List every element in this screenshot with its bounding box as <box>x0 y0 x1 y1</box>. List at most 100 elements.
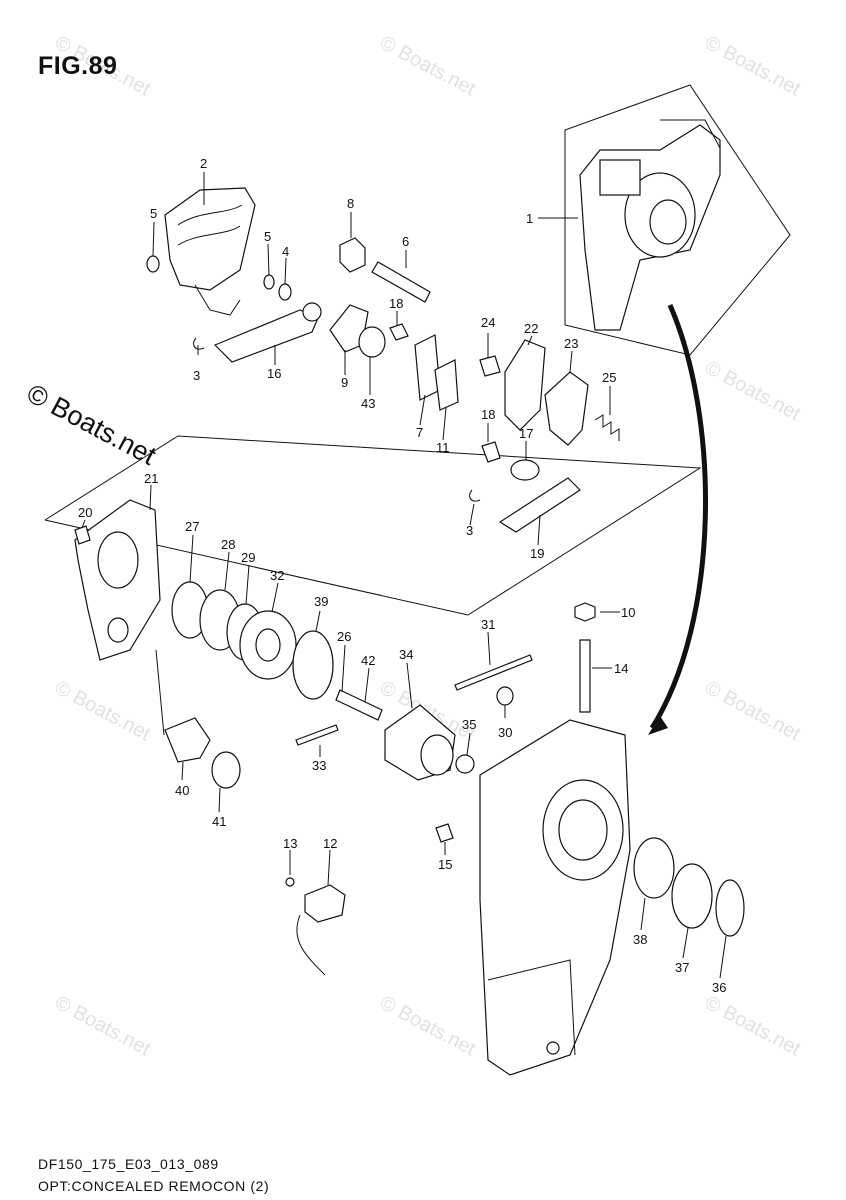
callout-5: 5 <box>150 206 157 221</box>
callout-29: 29 <box>241 550 255 565</box>
callout-38: 38 <box>633 932 647 947</box>
seal-part-38 <box>633 837 675 899</box>
rod-part-31 <box>454 654 533 691</box>
cam-plate-part-23 <box>544 371 589 446</box>
callout-2: 2 <box>200 156 207 171</box>
assembled-remocon <box>579 119 721 331</box>
callout-16: 16 <box>267 366 281 381</box>
clip-part-3 <box>193 337 205 350</box>
plate-part-11 <box>434 359 459 411</box>
bushing-part-35 <box>455 754 475 774</box>
collar-part-41 <box>211 751 241 789</box>
bolt-part-18 <box>481 441 501 463</box>
callout-12: 12 <box>323 836 337 851</box>
callout-23: 23 <box>564 336 578 351</box>
clip-part-3 <box>469 489 481 502</box>
callout-3: 3 <box>193 368 200 383</box>
bracket-hole <box>107 617 129 643</box>
callout-42: 42 <box>361 653 375 668</box>
nut-part-10 <box>574 602 596 622</box>
switch-wire <box>296 914 326 976</box>
screw-part-13 <box>285 877 295 887</box>
ring-part-5 <box>263 274 275 290</box>
pin-part-33 <box>295 724 339 746</box>
callout-21: 21 <box>144 471 158 486</box>
callout-28: 28 <box>221 537 235 552</box>
washer-part-4 <box>278 283 292 301</box>
callout-41: 41 <box>212 814 226 829</box>
callout-30: 30 <box>498 725 512 740</box>
callout-20: 20 <box>78 505 92 520</box>
callout-8: 8 <box>347 196 354 211</box>
callout-27: 27 <box>185 519 199 534</box>
callout-31: 31 <box>481 617 495 632</box>
ring-part-5 <box>146 255 160 273</box>
bolt-part-24 <box>479 355 501 377</box>
callout-24: 24 <box>481 315 495 330</box>
callout-32: 32 <box>270 568 284 583</box>
callout-1: 1 <box>526 211 533 226</box>
callout-14: 14 <box>614 661 628 676</box>
figure-title: FIG.89 <box>38 52 118 80</box>
threaded-rod-part-14 <box>579 639 591 713</box>
callout-17: 17 <box>519 426 533 441</box>
callout-40: 40 <box>175 783 189 798</box>
link-part-16 <box>213 309 319 363</box>
callout-33: 33 <box>312 758 326 773</box>
callout-39: 39 <box>314 594 328 609</box>
bracket-bore <box>97 531 139 589</box>
callout-19: 19 <box>530 546 544 561</box>
callout-11: 11 <box>436 440 450 455</box>
shaft-part-6 <box>371 261 431 303</box>
bushing-part-43 <box>358 326 386 358</box>
callout-13: 13 <box>283 836 297 851</box>
figure-code: DF150_175_E03_013_089 <box>38 1156 219 1172</box>
pin-part-42 <box>335 689 383 721</box>
pivot <box>302 302 322 322</box>
bolt-part-18 <box>389 323 409 341</box>
switch-part-12 <box>304 884 346 923</box>
callout-25: 25 <box>602 370 616 385</box>
main-housing <box>479 719 631 1076</box>
motor-gear <box>420 734 454 776</box>
callout-34: 34 <box>399 647 413 662</box>
figure-caption: OPT:CONCEALED REMOCON (2) <box>38 1178 270 1194</box>
callout-4: 4 <box>282 244 289 259</box>
callout-10: 10 <box>621 605 635 620</box>
plate-part-7 <box>414 334 441 401</box>
plate-part-39 <box>292 630 334 700</box>
knob-part-8 <box>339 237 366 273</box>
screw-part-15 <box>435 823 454 843</box>
callout-3: 3 <box>466 523 473 538</box>
callout-7: 7 <box>416 425 423 440</box>
snap-ring-part-36 <box>715 879 745 937</box>
ring-part-37 <box>671 863 713 929</box>
cover-part-2 <box>164 187 256 316</box>
callout-15: 15 <box>438 857 452 872</box>
callout-22: 22 <box>524 321 538 336</box>
cam-plate-part-22 <box>504 339 546 431</box>
callout-18: 18 <box>389 296 403 311</box>
callout-9: 9 <box>341 375 348 390</box>
callout-26: 26 <box>337 629 351 644</box>
callout-18: 18 <box>481 407 495 422</box>
leader-lines <box>81 172 727 979</box>
callout-43: 43 <box>361 396 375 411</box>
callout-37: 37 <box>675 960 689 975</box>
arrow-head <box>648 716 668 735</box>
gear-bore <box>255 628 281 662</box>
cap-part-30 <box>496 686 514 706</box>
callout-5: 5 <box>264 229 271 244</box>
link-part-19 <box>498 477 581 533</box>
callout-36: 36 <box>712 980 726 995</box>
inset-frame <box>564 84 791 356</box>
callout-6: 6 <box>402 234 409 249</box>
washer-part-17 <box>510 459 540 481</box>
spring-part-25 <box>594 414 620 441</box>
subassembly-outline <box>44 435 702 616</box>
bracket-part-40 <box>164 717 211 763</box>
callout-35: 35 <box>462 717 476 732</box>
assembly-arrow <box>649 304 708 730</box>
